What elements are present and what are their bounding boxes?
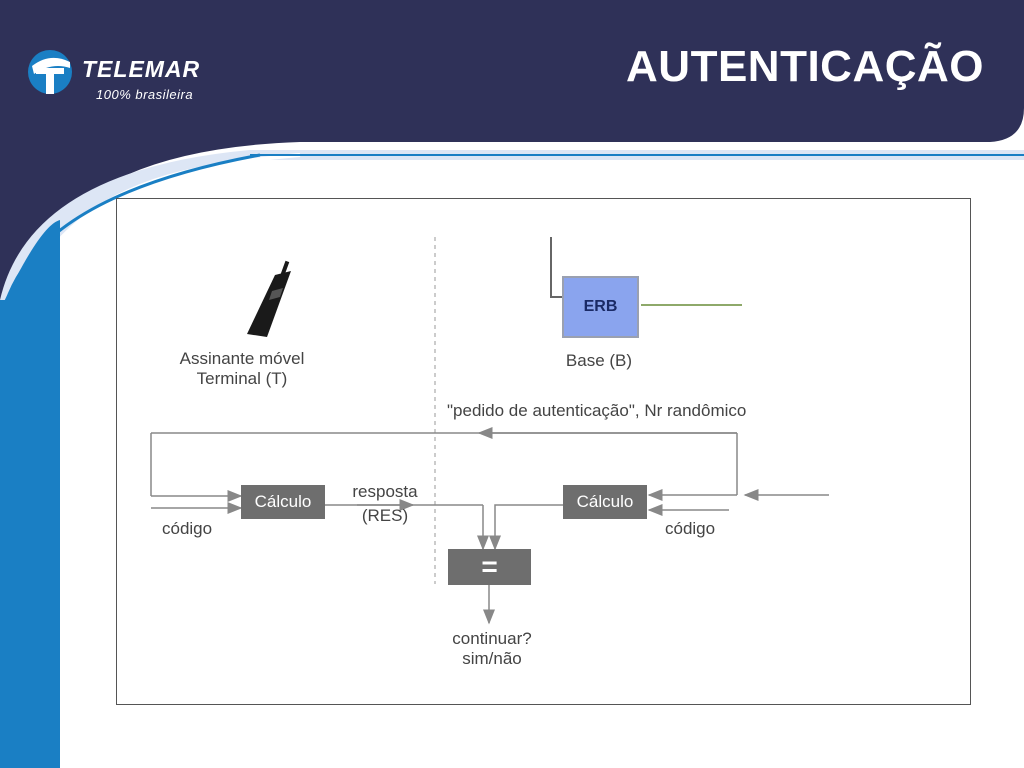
request-label: "pedido de autenticação", Nr randômico — [447, 401, 747, 420]
mobile-phone-icon — [247, 260, 291, 337]
erb-box: ERB — [562, 276, 639, 338]
slide-title: AUTENTICAÇÃO — [626, 42, 984, 91]
response-label: resposta (RES) — [335, 482, 435, 526]
response-label-line2: (RES) — [361, 506, 409, 525]
response-label-line1: resposta — [352, 482, 418, 501]
telemar-globe-icon — [28, 50, 72, 94]
terminal-label-line2: Terminal (T) — [196, 369, 288, 388]
code-label-terminal: código — [162, 519, 213, 538]
code-label-base: código — [665, 519, 716, 538]
terminal-label: Assinante móvel Terminal (T) — [157, 349, 327, 389]
base-label: Base (B) — [565, 351, 633, 370]
terminal-label-line1: Assinante móvel — [179, 349, 305, 368]
result-label-line2: sim/não — [462, 649, 522, 668]
calc-box-base: Cálculo — [563, 485, 647, 519]
authentication-diagram: Assinante móvel Terminal (T) ERB Base (B… — [116, 198, 971, 705]
compare-box: = — [448, 549, 531, 585]
calc-box-terminal: Cálculo — [241, 485, 325, 519]
telemar-logo: TELEMAR 100% brasileira — [26, 46, 256, 106]
result-label: continuar? sim/não — [422, 629, 562, 669]
brand-tagline: 100% brasileira — [96, 87, 194, 102]
diagram-connectors — [150, 237, 829, 625]
brand-name: TELEMAR — [82, 56, 201, 82]
result-label-line1: continuar? — [452, 629, 532, 648]
